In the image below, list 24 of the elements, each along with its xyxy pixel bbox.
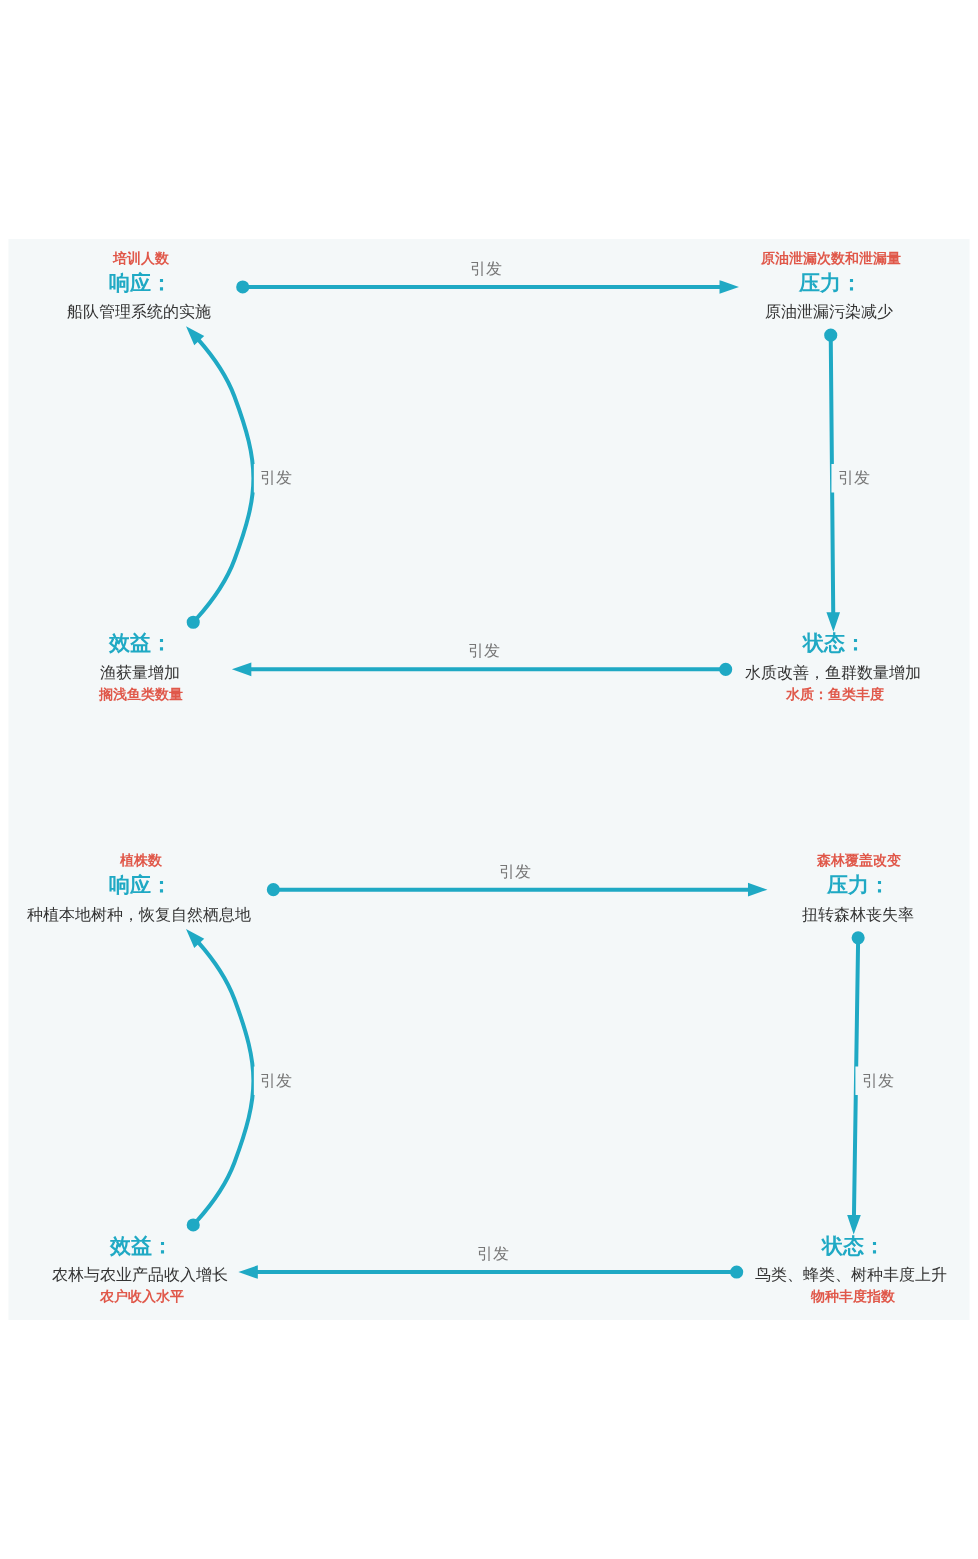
node-label: 原油泄漏次数和泄漏量 (761, 249, 902, 266)
node-text: 效益： 农林与农业产品收入增长 (51, 1234, 228, 1285)
node-label: 森林覆盖改变 (817, 852, 902, 869)
node-text: 压力： 原油泄漏污染减少 (764, 270, 893, 321)
node-label: 物种丰度指数 (811, 1288, 896, 1305)
node-label: 培训人数 (112, 249, 169, 266)
node-label: 搁浅鱼类数量 (99, 685, 184, 702)
node-text: 响应： 种植本地树种，恢复自然栖息地 (26, 873, 251, 924)
node-text: 效益： 渔获量增加 (99, 631, 180, 682)
edge-label: 引发 (469, 259, 502, 279)
node-label: 植株数 (119, 852, 162, 869)
node-text: 响应： 船队管理系统的实施 (67, 270, 212, 321)
node-text: 压力： 扭转森林丧失率 (801, 873, 914, 924)
edge-label: 引发 (468, 641, 501, 661)
node-text: 状态： 鸟类、蜂类、树种丰度上升 (754, 1234, 947, 1285)
edge-label: 引发 (837, 467, 870, 487)
node-text: 状态： 水质改善，鱼群数量增加 (744, 631, 921, 682)
edge-label: 引发 (499, 861, 532, 881)
edge-label: 引发 (260, 467, 293, 487)
edge-label: 引发 (861, 1070, 894, 1090)
edge-label: 引发 (476, 1244, 509, 1264)
node-label: 农户收入水平 (99, 1288, 184, 1305)
node-label: 水质：鱼类丰度 (785, 685, 884, 702)
edge-label: 引发 (260, 1070, 293, 1090)
